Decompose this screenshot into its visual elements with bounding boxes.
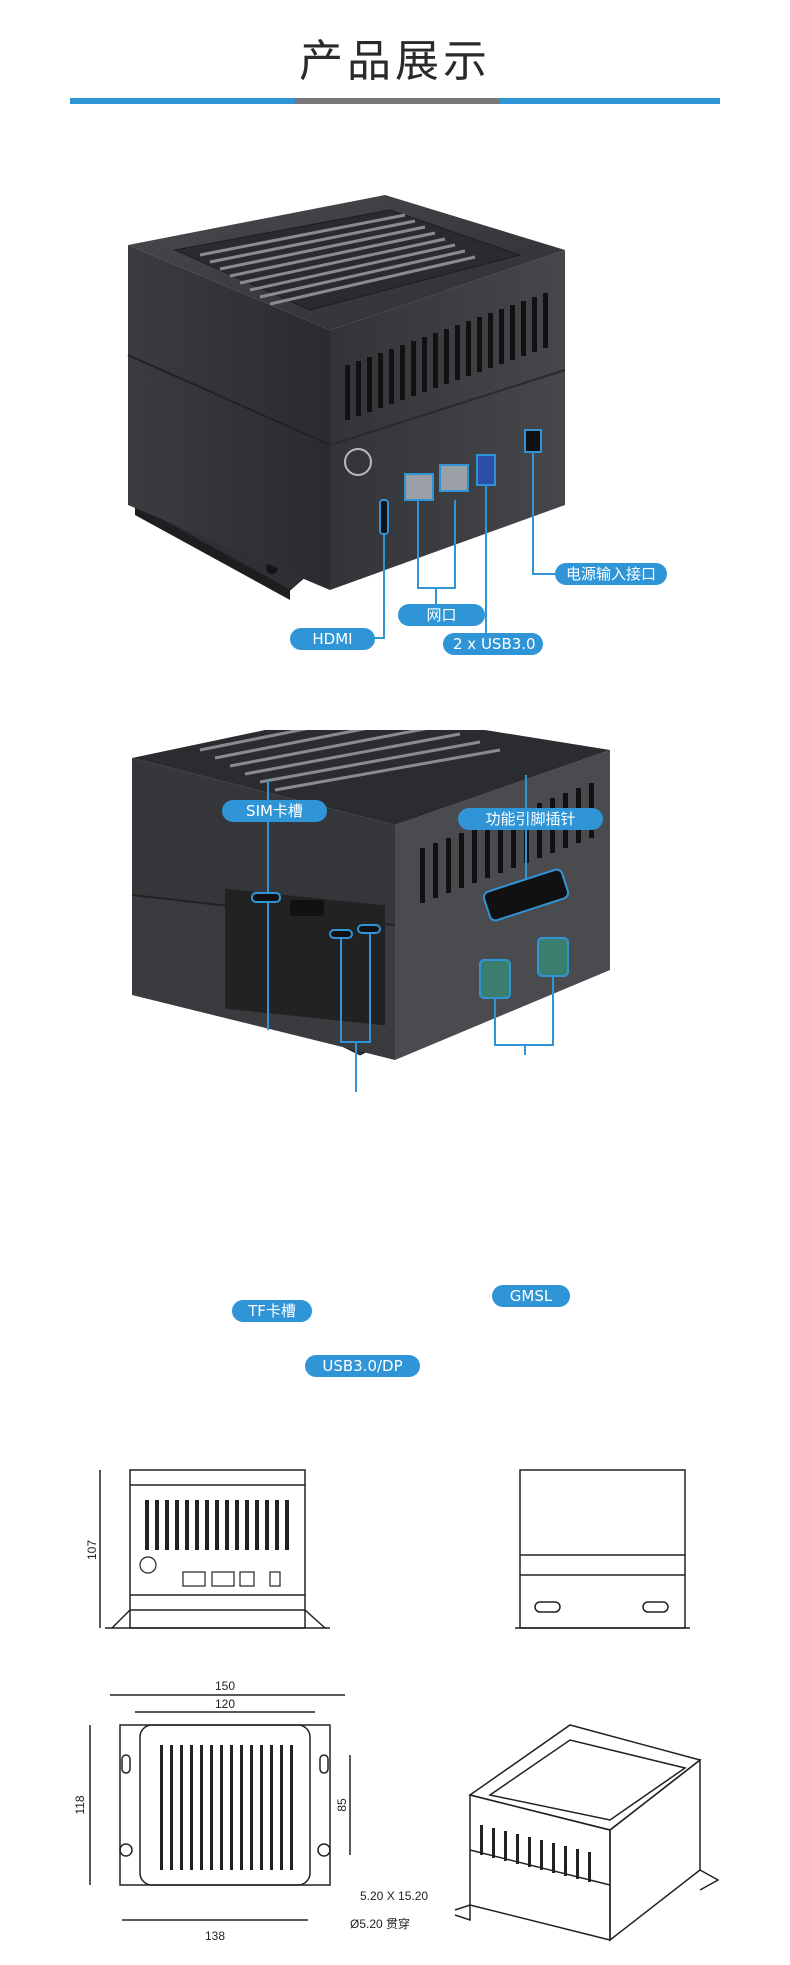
technical-drawings: 107 150 120 118 85 5.20 X 15.20 Ø5.20 贯穿…: [73, 1469, 720, 1943]
dim-hole-spacing: 85: [335, 1798, 349, 1812]
title-underline-center: [295, 98, 500, 104]
dim-slot: 5.20 X 15.20: [360, 1889, 428, 1903]
device-rear-illustration: [131, 730, 610, 1092]
label-usbdp: USB3.0/DP: [305, 1355, 420, 1377]
dim-hole: Ø5.20 贯穿: [350, 1916, 410, 1931]
label-pins: 功能引脚插针: [458, 808, 603, 830]
dim-height-outer: 118: [73, 1795, 87, 1814]
dim-front-height: 107: [85, 1540, 99, 1560]
title-underline-left: [70, 98, 295, 104]
label-power: 电源输入接口: [555, 563, 667, 585]
label-gmsl: GMSL: [492, 1285, 570, 1307]
dim-width-outer: 150: [215, 1679, 235, 1693]
device-front-illustration: [127, 195, 566, 640]
title-underline-right: [500, 98, 720, 104]
label-lan: 网口: [398, 604, 485, 626]
label-usb: 2 x USB3.0: [443, 633, 543, 655]
page-title: 产品展示: [299, 36, 491, 87]
dim-width-inner: 120: [215, 1697, 235, 1711]
label-sim: SIM卡槽: [222, 800, 327, 822]
label-tf: TF卡槽: [232, 1300, 312, 1322]
label-hdmi: HDMI: [290, 628, 375, 650]
dim-base-width: 138: [205, 1929, 225, 1943]
